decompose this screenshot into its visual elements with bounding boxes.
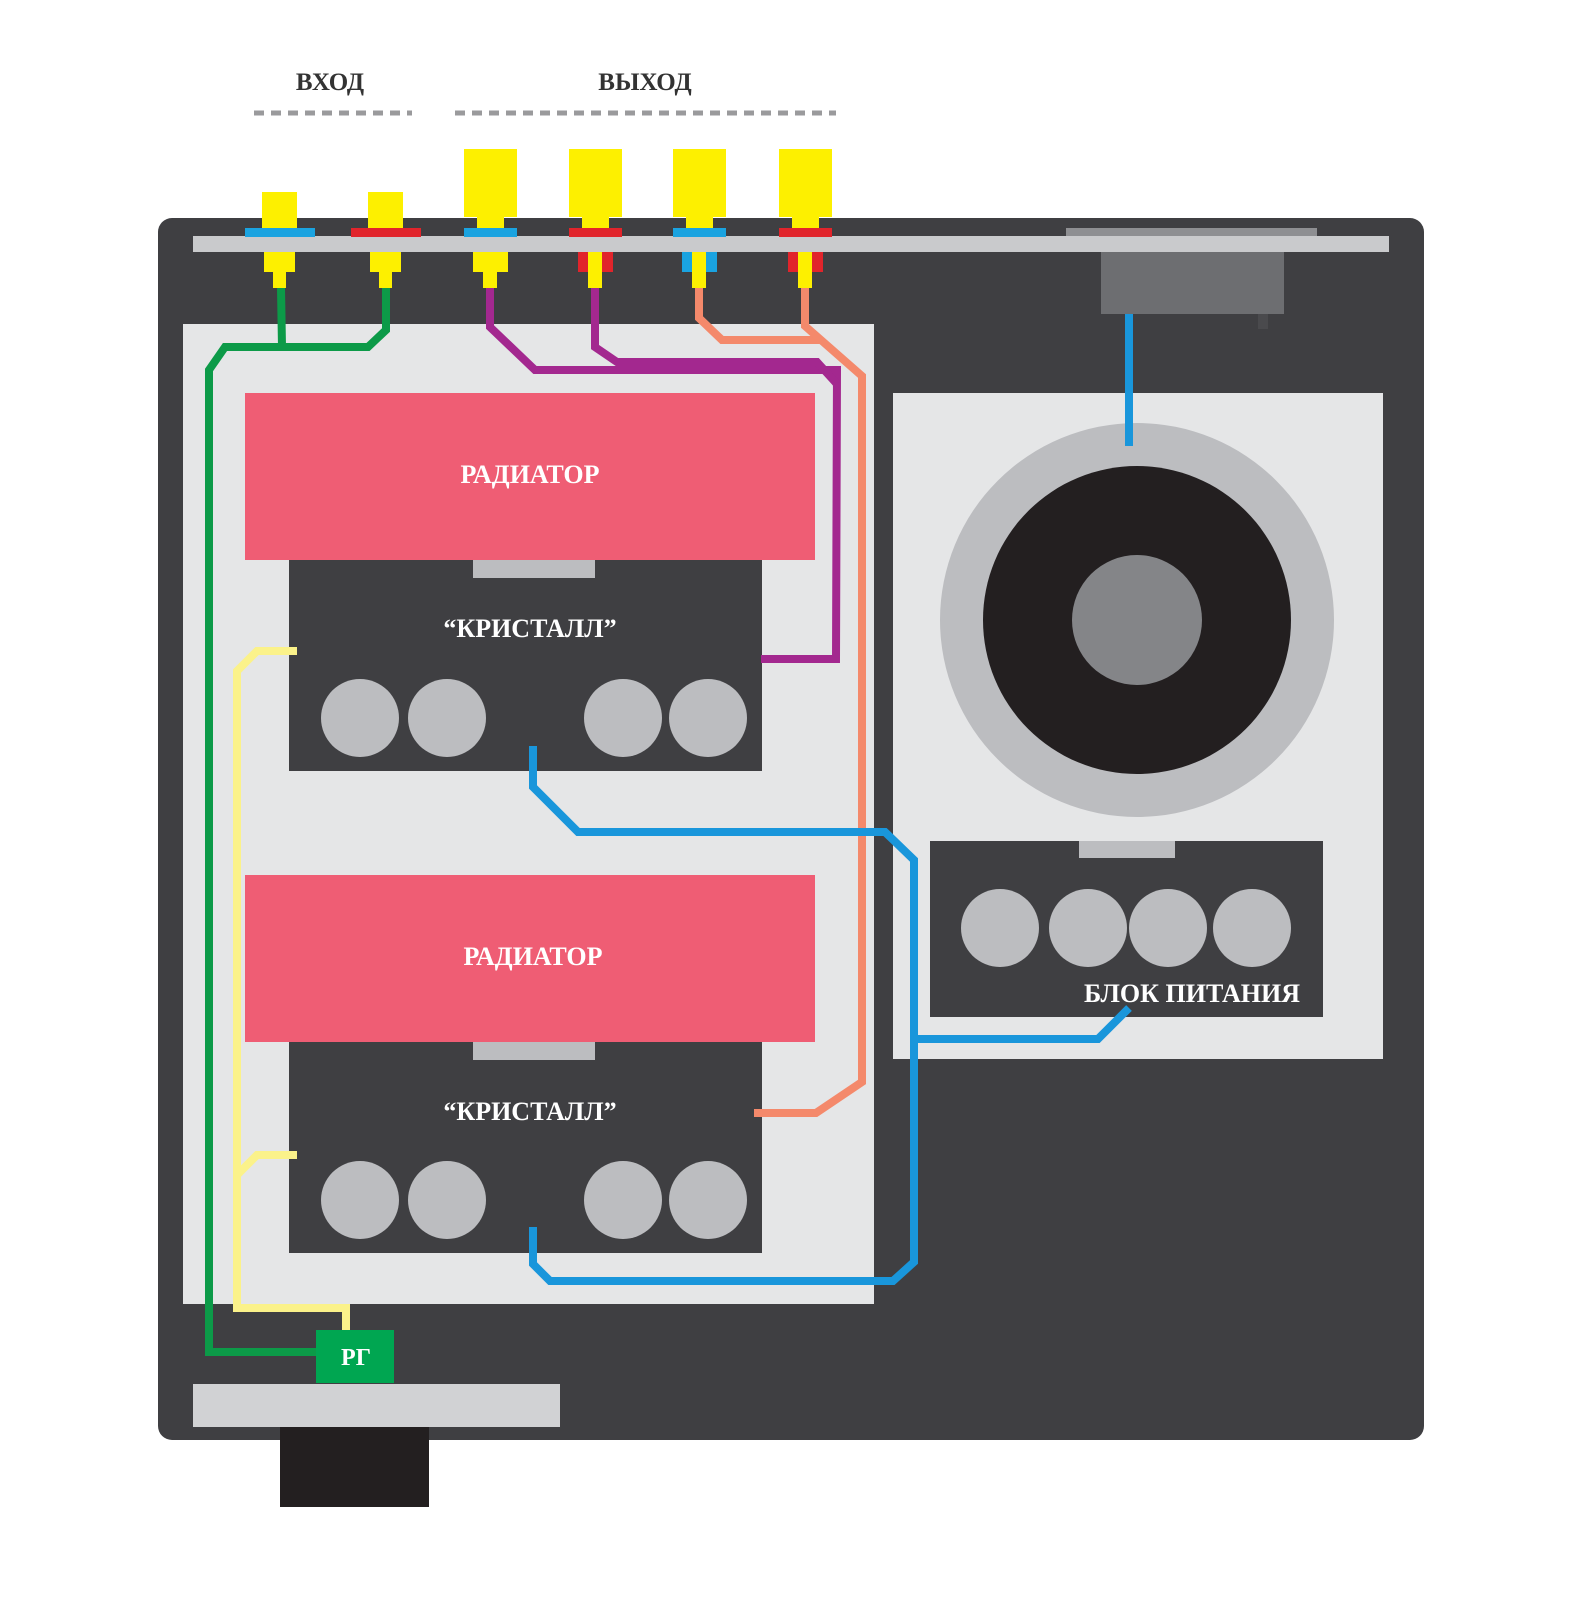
wire-yellow [233, 647, 350, 1333]
rca-connector-icon [673, 149, 726, 288]
toroidal-transformer-icon [940, 423, 1334, 817]
capacitor-icon [961, 889, 1039, 967]
rear-panel [193, 236, 1389, 252]
volume-regulator [316, 1330, 394, 1383]
power-supply-label: БЛОК ПИТАНИЯ [1084, 979, 1300, 1008]
wire-blue-psu [914, 1005, 1132, 1043]
power-supply-connector [1079, 841, 1175, 858]
capacitor-icon [408, 1161, 486, 1239]
volume-regulator-label: РГ [341, 1345, 371, 1371]
capacitor-icon [408, 679, 486, 757]
capacitor-icon [1129, 889, 1207, 967]
input-label: ВХОД [296, 69, 364, 96]
rca-connector-icon [464, 149, 517, 288]
amp-module-bottom-connector [473, 1042, 595, 1060]
heatsink-top [245, 393, 815, 560]
wire-blue-top [529, 746, 918, 1285]
amp-top-label: “КРИСТАЛЛ” [443, 614, 616, 643]
capacitor-icon [321, 679, 399, 757]
wire-orange-bottom [754, 288, 866, 1117]
wire-purple-top [486, 288, 842, 663]
capacitor-icon [584, 1161, 662, 1239]
heatsink-top-label: РАДИАТОР [460, 460, 599, 489]
rca-connector-icon [779, 149, 832, 288]
capacitor-icon [1049, 889, 1127, 967]
power-switch [1101, 252, 1284, 314]
amp-bottom-label: “КРИСТАЛЛ” [443, 1097, 616, 1126]
heatsink-bottom [245, 875, 815, 1042]
capacitor-icon [321, 1161, 399, 1239]
capacitor-icon [669, 679, 747, 757]
output-label: ВЫХОД [598, 69, 691, 96]
capacitor-icon [584, 679, 662, 757]
front-panel [193, 1384, 560, 1427]
capacitor-icon [669, 1161, 747, 1239]
wire-purple-branch [591, 288, 840, 387]
power-socket-icon [1066, 228, 1317, 236]
heatsink-bottom-label: РАДИАТОР [463, 942, 602, 971]
power-switch-tab [1258, 314, 1268, 329]
capacitor-icon [1213, 889, 1291, 967]
knob-icon [280, 1427, 429, 1507]
wire-green-input-main [205, 343, 325, 1356]
amp-module-top-connector [473, 560, 595, 578]
wire-orange-branch [695, 288, 820, 344]
wire-green-input [277, 287, 390, 351]
rca-connector-icon [245, 192, 315, 288]
rca-connector-icon [351, 192, 421, 288]
rca-connector-icon [569, 149, 622, 288]
wire-yellow-branch [234, 1151, 297, 1178]
